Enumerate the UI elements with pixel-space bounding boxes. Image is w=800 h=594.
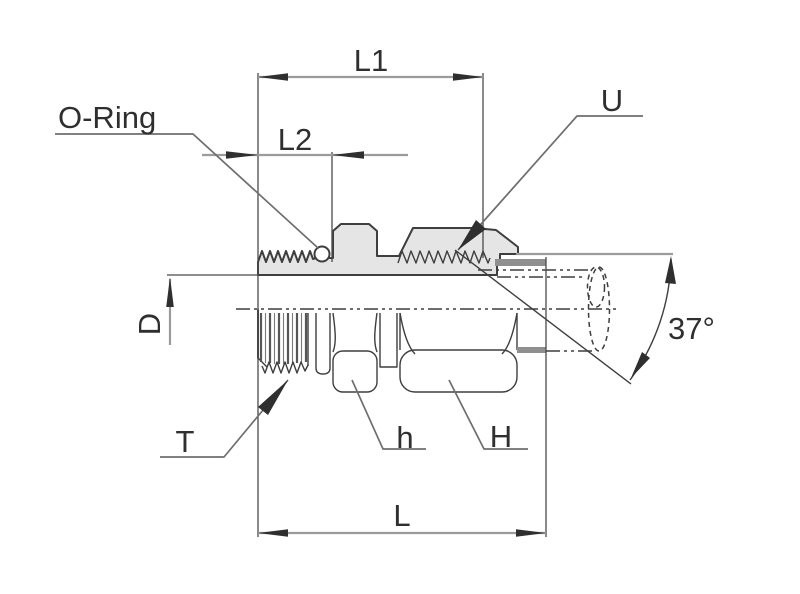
flare-angle-dimension: 37° [454, 249, 715, 385]
dimension-d: D [132, 274, 258, 345]
tube-end-ellipse [587, 266, 611, 352]
dimension-l: L [258, 498, 546, 537]
label-d: D [132, 313, 167, 335]
face-chamfer [257, 357, 268, 368]
callout-hex-large: H [448, 379, 528, 454]
sleeve-upper-edge [495, 259, 546, 266]
hex-small-jam-nut [332, 312, 378, 393]
label-t: T [176, 424, 195, 459]
hex-large-swivel-nut [399, 312, 518, 393]
label-l1: L1 [354, 43, 388, 78]
callout-o-ring: O-Ring [55, 100, 319, 249]
callout-hex-small: h [351, 379, 426, 455]
angle-arc [629, 258, 672, 381]
flare-end-ellipse [586, 266, 606, 308]
union-thread-profile [397, 250, 491, 264]
o-ring-seal [313, 245, 331, 263]
tube-phantom [236, 266, 620, 352]
angle-arrow-top [665, 256, 676, 284]
dimension-l2: L2 [202, 122, 408, 159]
label-l: L [393, 498, 410, 533]
callout-u: U [457, 83, 643, 251]
label-o-ring: O-Ring [58, 100, 156, 135]
washer-step [379, 313, 401, 368]
dimension-l1: L1 [258, 43, 483, 81]
label-flare-angle: 37° [668, 311, 715, 346]
callout-t: T [160, 379, 289, 459]
male-thread-crest-edge [261, 361, 309, 374]
label-hex-small: h [396, 420, 413, 455]
flare-cone-line [454, 249, 632, 385]
angle-arrow-bottom [631, 352, 650, 378]
label-u: U [601, 83, 623, 118]
upper-cross-section [257, 223, 546, 276]
label-hex-large: H [490, 419, 512, 454]
label-l2: L2 [278, 122, 312, 157]
thread-runout-collar [307, 313, 331, 375]
male-thread-stripes [259, 313, 308, 364]
lower-external-view [257, 309, 546, 393]
sleeve-lower-edge [517, 347, 546, 353]
